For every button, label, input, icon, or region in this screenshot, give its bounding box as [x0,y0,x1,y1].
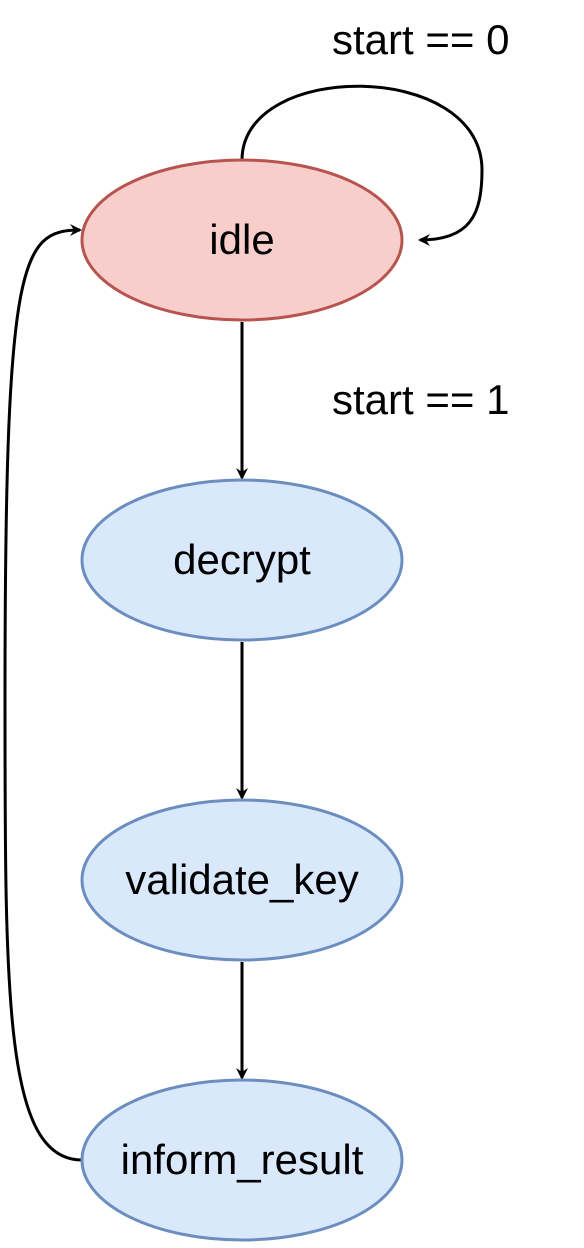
state-decrypt-label: decrypt [173,536,311,583]
edge-label-start-0: start == 0 [332,16,509,63]
state-idle-shape [80,158,404,322]
state-decrypt: decrypt [80,478,404,642]
edge-inform-result-to-idle [3,224,83,1162]
edge-label-start-1: start == 1 [332,376,509,423]
state-idle: idle [80,158,404,322]
state-inform-result-shape [80,1078,404,1242]
edge-idle-to-idle [240,84,484,246]
state-validate-key-shape [80,798,404,962]
state-idle-label: idle [209,216,274,263]
state-validate-key-label: validate_key [125,856,358,903]
state-inform-result: inform_result [80,1078,404,1242]
state-validate-key: validate_key [80,798,404,962]
state-decrypt-shape [80,478,404,642]
state-inform-result-label: inform_result [121,1136,364,1183]
